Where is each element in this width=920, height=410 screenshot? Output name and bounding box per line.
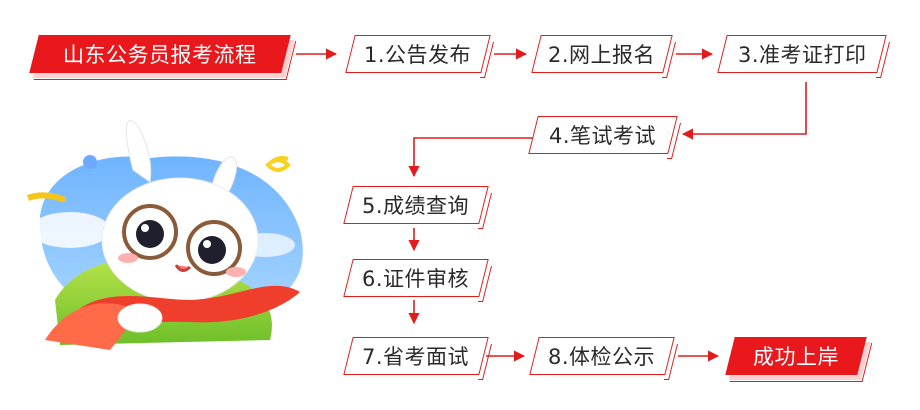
step-4-box: 4.笔试考试	[528, 116, 678, 154]
step-7-label: 7.省考面试	[362, 345, 470, 369]
step-3-box: 3.准考证打印	[717, 35, 887, 73]
final-result-label: 成功上岸	[753, 345, 839, 369]
step-4-label: 4.笔试考试	[549, 124, 657, 148]
step-8-label: 8.体检公示	[548, 345, 656, 369]
step-6-box: 6.证件审核	[343, 259, 489, 297]
step-5-label: 5.成绩查询	[362, 194, 470, 218]
step-1-box: 1.公告发布	[345, 35, 491, 73]
step-3-label: 3.准考证打印	[737, 43, 867, 67]
step-2-box: 2.网上报名	[531, 35, 673, 73]
flow-title: 山东公务员报考流程	[63, 43, 257, 67]
step-7-box: 7.省考面试	[343, 337, 489, 375]
step-6-label: 6.证件审核	[362, 267, 470, 291]
arrow-step4-to-step5	[408, 137, 533, 178]
step-5-box: 5.成绩查询	[343, 186, 489, 224]
step-1-label: 1.公告发布	[364, 43, 472, 67]
flow-title-box: 山东公务员报考流程	[29, 35, 291, 73]
arrow-step3-to-step4	[681, 82, 807, 140]
step-8-box: 8.体检公示	[529, 337, 675, 375]
step-2-label: 2.网上报名	[548, 43, 656, 67]
final-result-box: 成功上岸	[725, 337, 867, 375]
bunny-mascot-illustration	[27, 119, 303, 350]
